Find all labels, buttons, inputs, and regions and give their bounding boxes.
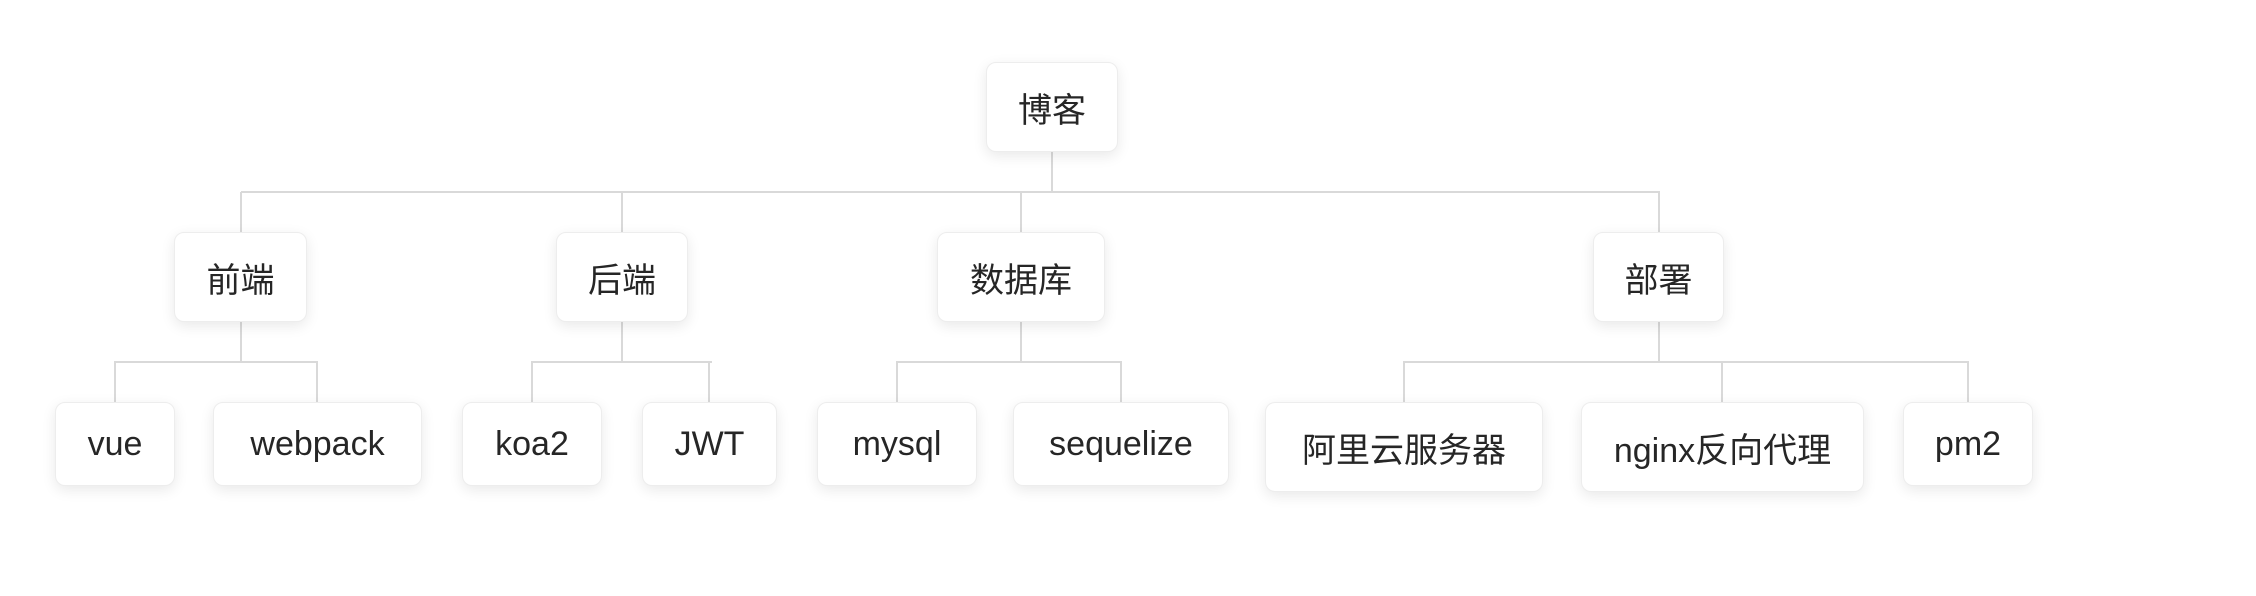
connector-database-down — [1020, 322, 1022, 362]
connector-nginx-drop — [1721, 362, 1723, 402]
connector-jwt-drop — [708, 362, 710, 402]
connector-database-bar — [896, 361, 1122, 363]
connector-pm2-drop — [1967, 362, 1969, 402]
node-frontend[interactable]: 前端 — [174, 232, 307, 322]
connector-deploy-down — [1658, 322, 1660, 362]
node-database[interactable]: 数据库 — [937, 232, 1105, 322]
node-mysql[interactable]: mysql — [817, 402, 977, 486]
node-backend[interactable]: 后端 — [556, 232, 688, 322]
connector-mysql-drop — [896, 362, 898, 402]
node-nginx-proxy[interactable]: nginx反向代理 — [1581, 402, 1864, 492]
connector-deploy-bar — [1403, 361, 1969, 363]
node-vue[interactable]: vue — [55, 402, 175, 486]
node-koa2[interactable]: koa2 — [462, 402, 602, 486]
connector-deploy-top — [1658, 192, 1660, 232]
node-aliyun-server[interactable]: 阿里云服务器 — [1265, 402, 1543, 492]
connector-webpack-drop — [316, 362, 318, 402]
connector-root-drop — [1051, 152, 1053, 192]
connector-backend-bar — [531, 361, 712, 363]
connector-sequelize-drop — [1120, 362, 1122, 402]
connector-vue-drop — [114, 362, 116, 402]
connector-level1-bar — [241, 191, 1660, 193]
connector-frontend-top — [240, 192, 242, 232]
node-webpack[interactable]: webpack — [213, 402, 422, 486]
node-pm2[interactable]: pm2 — [1903, 402, 2033, 486]
connector-backend-top — [621, 192, 623, 232]
connector-backend-down — [621, 322, 623, 362]
node-root[interactable]: 博客 — [986, 62, 1118, 152]
node-jwt[interactable]: JWT — [642, 402, 777, 486]
node-deploy[interactable]: 部署 — [1593, 232, 1724, 322]
node-sequelize[interactable]: sequelize — [1013, 402, 1229, 486]
connector-frontend-bar — [114, 361, 318, 363]
connector-aliyun-drop — [1403, 362, 1405, 402]
connector-frontend-down — [240, 322, 242, 362]
connector-koa2-drop — [531, 362, 533, 402]
connector-database-top — [1020, 192, 1022, 232]
